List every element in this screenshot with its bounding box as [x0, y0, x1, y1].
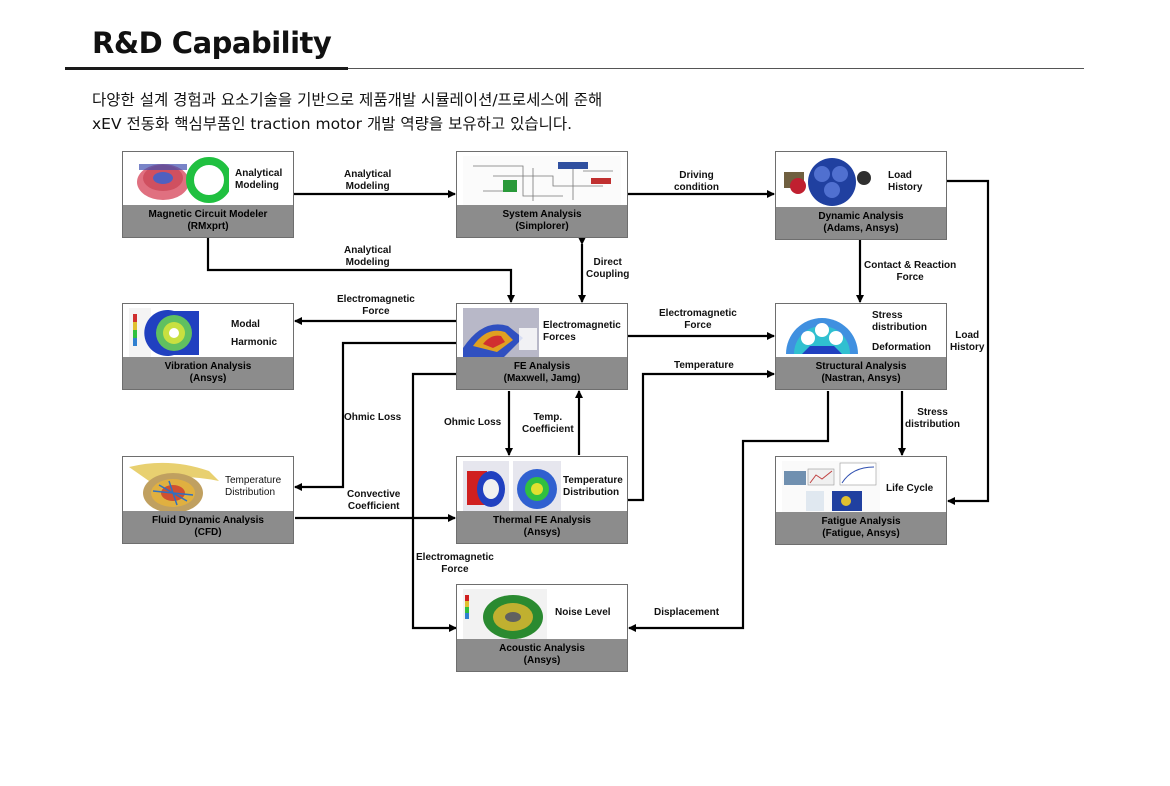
- node-acoustic-analysis[interactable]: Noise Level Acoustic Analysis(Ansys): [456, 584, 628, 672]
- label-displacement: Displacement: [654, 607, 720, 618]
- modal-shape-icon: [129, 308, 199, 358]
- arrow-fe-to-acoustic: [411, 372, 457, 632]
- label-ohmic-loss-left: Ohmic Loss: [344, 412, 402, 423]
- intro-line-1: 다양한 설계 경험과 요소기술을 기반으로 제품개발 시뮬레이션/프로세스에 준…: [92, 91, 603, 109]
- magnetic-caption: Magnetic Circuit Modeler(RMxprt): [123, 205, 293, 237]
- title-underline: [65, 67, 348, 70]
- fluid-caption: Fluid Dynamic Analysis(CFD): [123, 511, 293, 543]
- arrow-load-history: [947, 179, 990, 505]
- system-caption: System Analysis(Simplorer): [457, 205, 627, 237]
- label-temp-coefficient: Temp.Coefficient: [522, 412, 574, 435]
- arrow-magnetic-to-fe: [206, 238, 515, 303]
- stress-map-icon: [786, 318, 858, 354]
- vibration-caption: Vibration Analysis(Ansys): [123, 357, 293, 389]
- fatigue-plots-icon: [782, 461, 880, 515]
- motor-model-icon: [137, 157, 229, 203]
- thermal-caption: Thermal FE Analysis(Ansys): [457, 511, 627, 543]
- label-temperature: Temperature: [674, 360, 734, 371]
- arrow-structural-to-acoustic: [628, 391, 830, 632]
- acoustic-field-icon: [463, 589, 547, 643]
- arrow-fe-to-fluid: [294, 341, 457, 491]
- arrow-thermal-to-structural: [627, 370, 775, 502]
- fatigue-caption: Fatigue Analysis(Fatigue, Ansys): [776, 512, 946, 544]
- gear-assembly-icon: [784, 158, 871, 206]
- dynamic-caption: Dynamic Analysis(Adams, Ansys): [776, 207, 946, 239]
- structural-caption: Structural Analysis(Nastran, Ansys): [776, 357, 946, 389]
- thermal-map-icon: [463, 461, 561, 513]
- node-fatigue-analysis[interactable]: Life Cycle Fatigue Analysis(Fatigue, Ans…: [775, 456, 947, 545]
- fe-caption: FE Analysis(Maxwell, Jamg): [457, 357, 627, 389]
- node-system-analysis[interactable]: System Analysis(Simplorer): [456, 151, 628, 238]
- label-ohmic-loss-mid: Ohmic Loss: [444, 417, 502, 428]
- field-contour-icon: [463, 308, 539, 360]
- header-divider: [348, 68, 1084, 69]
- page-title: R&D Capability: [92, 26, 332, 60]
- fatigue-desc: Life Cycle: [886, 483, 934, 494]
- intro-line-2: xEV 전동화 핵심부품인 traction motor 개발 역량을 보유하고…: [92, 115, 573, 133]
- acoustic-desc: Noise Level: [555, 607, 611, 618]
- acoustic-caption: Acoustic Analysis(Ansys): [457, 639, 627, 671]
- cfd-flow-icon: [129, 462, 219, 513]
- circuit-schematic-icon: [463, 156, 621, 206]
